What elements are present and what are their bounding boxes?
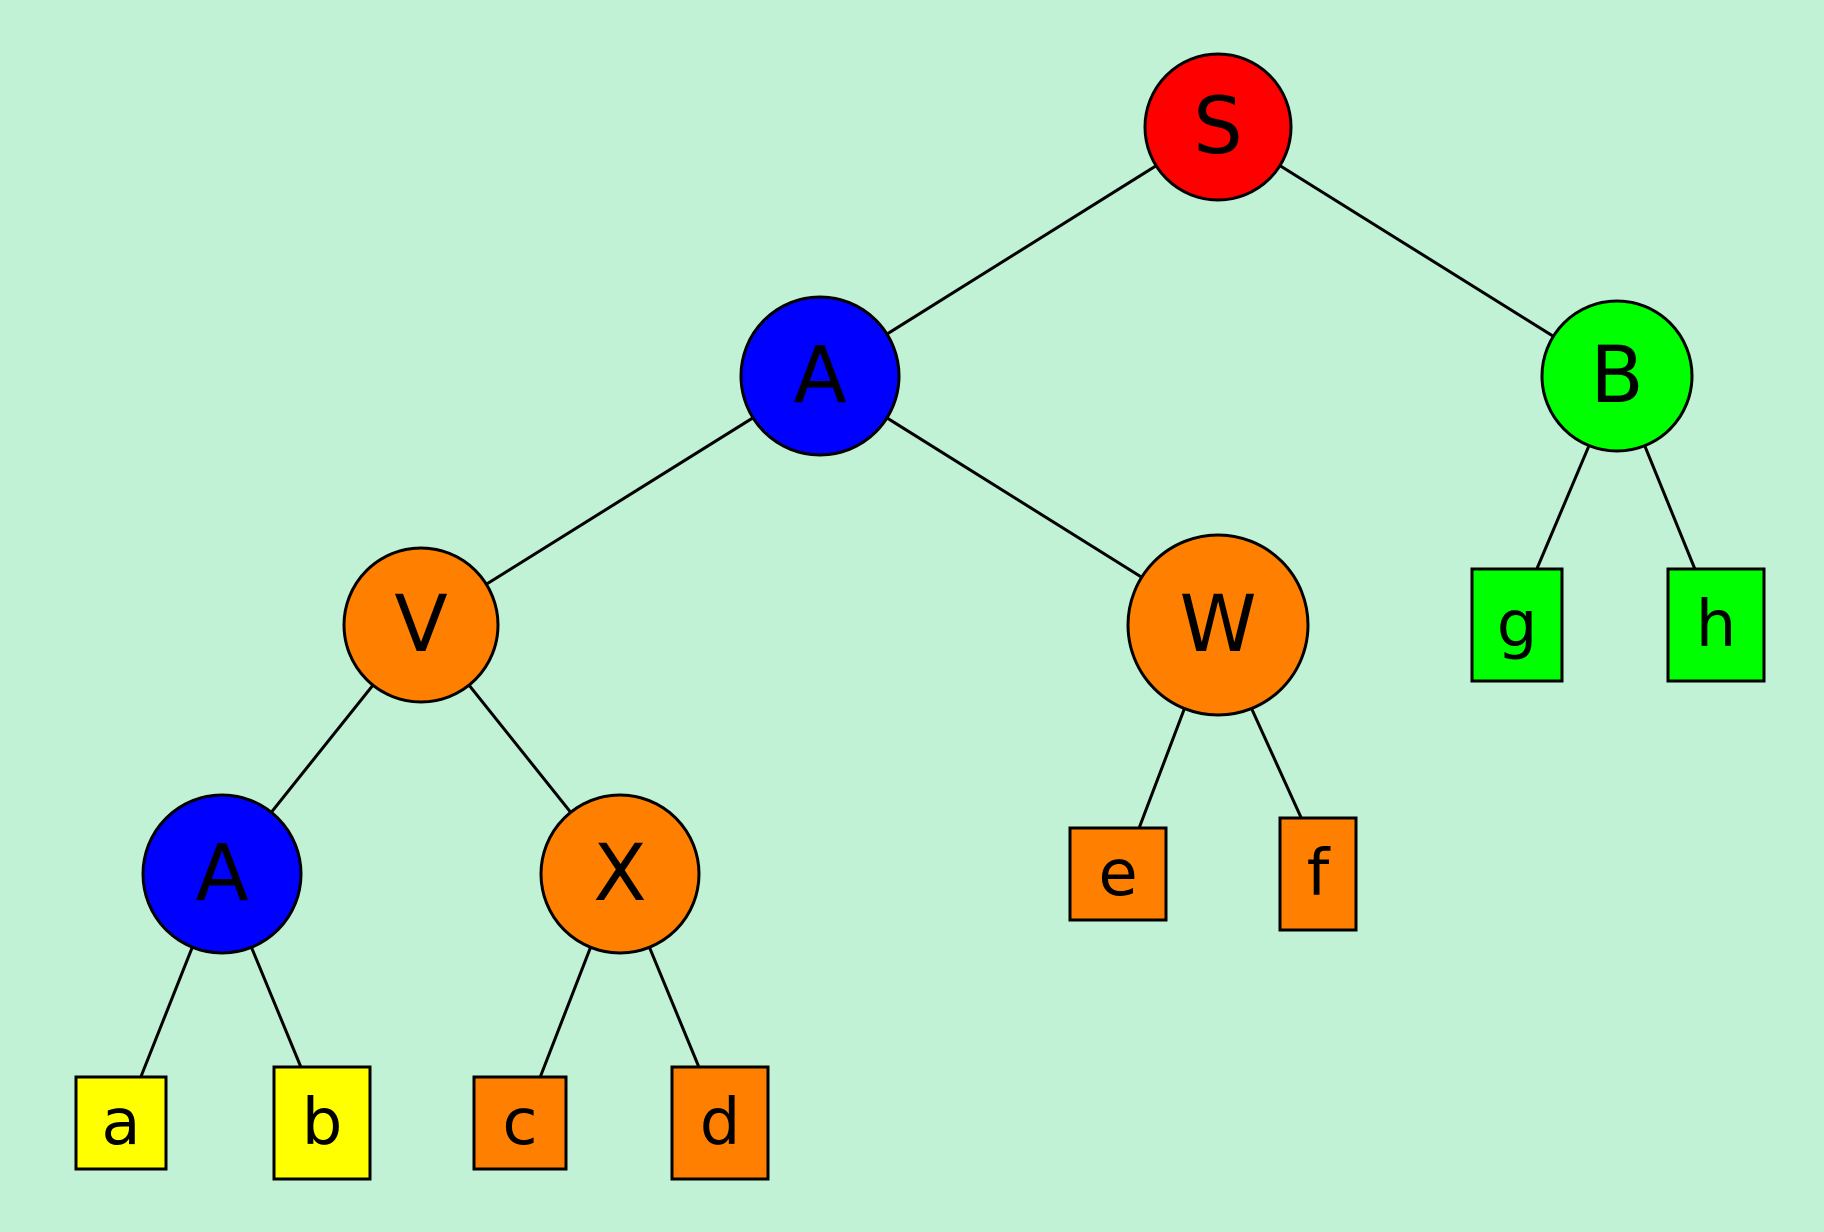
node-circle-W <box>1126 533 1310 717</box>
node-circle-B <box>1540 299 1694 453</box>
node-label-W: W <box>1179 580 1256 670</box>
node-S: S <box>1143 52 1293 202</box>
node-label-A2: A <box>195 829 248 919</box>
node-A1: A <box>739 295 901 457</box>
node-square-c <box>472 1075 568 1171</box>
nodes-layer: S A B V W A Xa b c d e f g h <box>74 52 1766 1181</box>
edge-X-c <box>538 946 592 1078</box>
node-square-h <box>1666 567 1766 683</box>
node-label-B: B <box>1590 331 1644 421</box>
node-V: V <box>342 546 500 704</box>
node-square-d <box>670 1065 770 1181</box>
node-square-a <box>74 1075 168 1171</box>
edge-V-A2 <box>270 684 375 814</box>
node-circle-A2 <box>141 793 303 955</box>
edge-S-A1 <box>886 164 1157 336</box>
edge-S-B <box>1279 164 1555 338</box>
node-square-f <box>1278 816 1358 932</box>
edge-A2-a <box>139 946 194 1078</box>
node-label-a: a <box>101 1086 140 1160</box>
edge-W-f <box>1250 707 1303 819</box>
node-label-V: V <box>394 580 447 670</box>
node-label-X: X <box>593 829 646 919</box>
node-label-g: g <box>1497 588 1538 662</box>
edge-A1-V <box>485 416 754 586</box>
node-circle-V <box>342 546 500 704</box>
node-c: c <box>472 1075 568 1171</box>
node-label-f: f <box>1307 837 1331 911</box>
node-g: g <box>1470 567 1564 683</box>
edge-B-h <box>1643 445 1697 570</box>
node-square-e <box>1068 826 1168 922</box>
node-f: f <box>1278 816 1358 932</box>
edge-X-d <box>648 946 701 1068</box>
edge-B-g <box>1535 445 1591 570</box>
node-circle-S <box>1143 52 1293 202</box>
edge-A2-b <box>250 946 303 1068</box>
node-circle-A1 <box>739 295 901 457</box>
node-label-e: e <box>1098 837 1137 911</box>
node-label-d: d <box>700 1086 741 1160</box>
node-B: B <box>1540 299 1694 453</box>
node-X: X <box>539 793 701 955</box>
node-b: b <box>272 1065 372 1181</box>
node-label-b: b <box>302 1086 343 1160</box>
node-label-h: h <box>1696 588 1737 662</box>
node-square-b <box>272 1065 372 1181</box>
node-label-c: c <box>502 1086 537 1160</box>
node-A2: A <box>141 793 303 955</box>
edge-W-e <box>1137 707 1186 829</box>
edges-layer <box>139 164 1697 1078</box>
node-d: d <box>670 1065 770 1181</box>
node-circle-X <box>539 793 701 955</box>
node-h: h <box>1666 567 1766 683</box>
node-W: W <box>1126 533 1310 717</box>
node-e: e <box>1068 826 1168 922</box>
node-label-A1: A <box>793 331 846 421</box>
edge-A1-W <box>886 416 1143 579</box>
node-label-S: S <box>1193 82 1243 172</box>
node-square-g <box>1470 567 1564 683</box>
edge-V-X <box>467 684 572 814</box>
node-a: a <box>74 1075 168 1171</box>
